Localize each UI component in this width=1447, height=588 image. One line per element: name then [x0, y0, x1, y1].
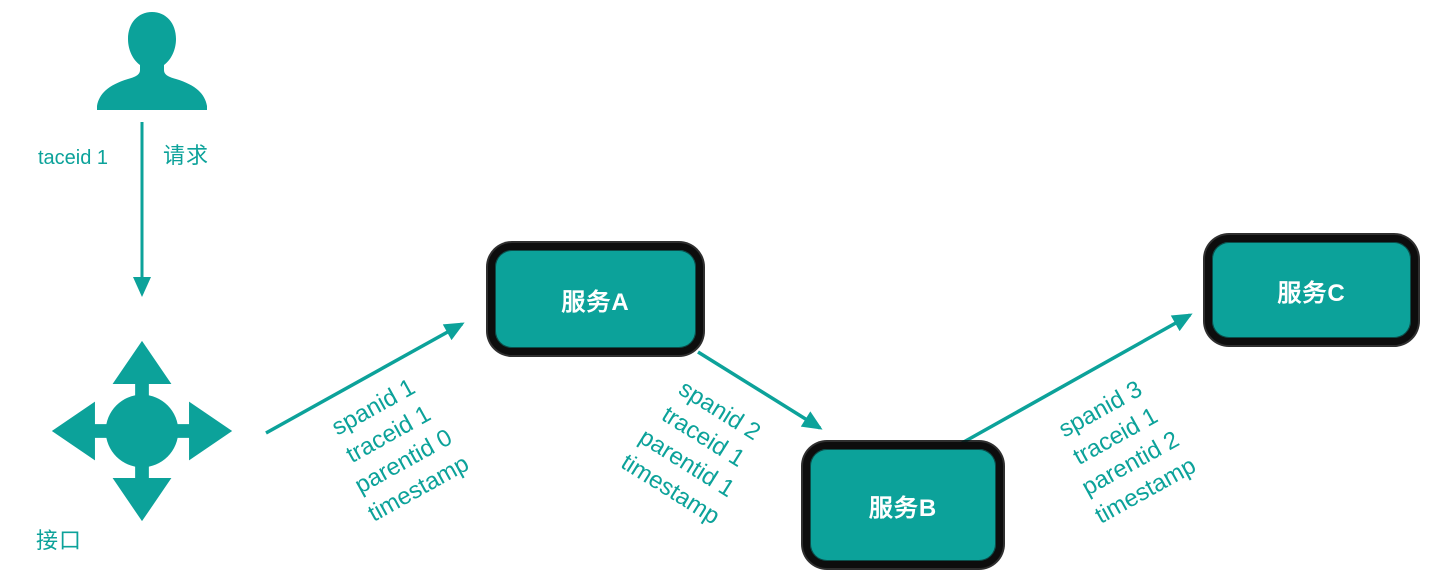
service-b-label: 服务B	[868, 494, 938, 522]
interface-move-icon	[51, 340, 233, 522]
service-box-c: 服务C	[1205, 235, 1418, 345]
trace-id-label: taceid 1	[38, 147, 109, 169]
request-label: 请求	[163, 143, 210, 168]
user-icon	[97, 12, 207, 110]
arrow-service-b-to-service-c	[961, 313, 1193, 445]
arrow-interface-to-service-a	[265, 322, 465, 435]
service-c-label: 服务C	[1277, 279, 1346, 307]
service-box-a: 服务A	[488, 243, 703, 355]
service-box-b: 服务B	[803, 442, 1003, 568]
arrow-service-a-to-service-b	[697, 350, 823, 430]
interface-label: 接口	[36, 528, 83, 553]
service-a-label: 服务A	[561, 288, 630, 316]
